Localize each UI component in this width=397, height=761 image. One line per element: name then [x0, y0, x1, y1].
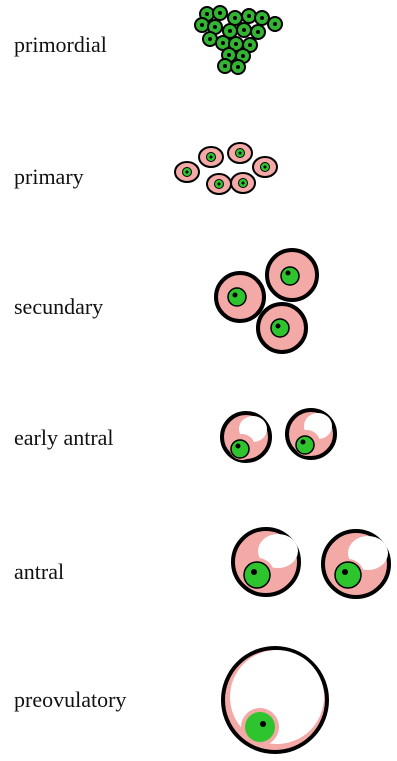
secundary-follicles	[216, 250, 317, 352]
primary-follicles	[175, 143, 277, 194]
antral-follicles	[233, 529, 389, 597]
early-antral-follicles	[222, 410, 335, 461]
primordial-follicles	[195, 6, 282, 74]
preovulatory-follicle	[223, 648, 327, 752]
